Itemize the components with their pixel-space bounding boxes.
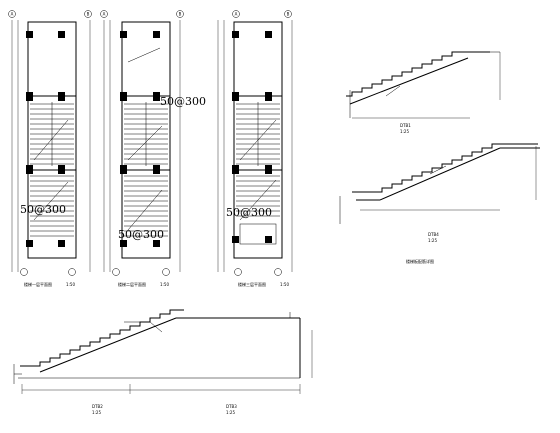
dtb3-label: DTB3 <box>226 404 237 409</box>
plan2-big-label-low: 50@300 <box>118 228 164 241</box>
plan3-scale: 1:50 <box>280 282 289 287</box>
axis-label: A <box>103 12 106 17</box>
dtb1-label: DTB1 <box>400 123 411 128</box>
stair-plan-1: 50@300 A B 楼梯一层平面图 1:50 <box>8 10 92 287</box>
dtb4-label: DTB4 <box>428 232 439 237</box>
plan2-caption: 楼梯二层平面图 <box>118 281 146 287</box>
dtb1-scale: 1:25 <box>400 129 409 134</box>
dtb4-scale: 1:25 <box>428 238 437 243</box>
plan3-caption: 楼梯三层平面图 <box>238 281 266 287</box>
plan2-scale: 1:50 <box>160 282 169 287</box>
axis-label: B <box>87 12 90 17</box>
axis-label: B <box>179 12 182 17</box>
axis-label: A <box>11 12 14 17</box>
plan1-caption: 楼梯一层平面图 <box>24 281 52 287</box>
plan1-big-label: 50@300 <box>20 203 66 216</box>
dtb3-scale: 1:25 <box>226 410 235 415</box>
section-dtb1: DTB1 1:25 <box>346 51 501 134</box>
section-note: 楼梯板配筋详图 <box>406 258 434 264</box>
section-dtb4: DTB4 1:25 楼梯板配筋详图 <box>339 143 540 264</box>
plan1-scale: 1:50 <box>66 282 75 287</box>
stair-plan-3: 50@300 A B 楼梯三层平面图 1:50 <box>217 10 293 287</box>
axis-label: B <box>287 12 290 17</box>
section-dtb2-dtb3: DTB2 1:25 DTB3 1:25 <box>13 309 313 415</box>
plan3-big-label: 50@300 <box>226 206 272 219</box>
axis-label: A <box>235 12 238 17</box>
dtb2-scale: 1:25 <box>92 410 101 415</box>
dtb2-label: DTB2 <box>92 404 103 409</box>
plan2-big-label-mid: 50@300 <box>160 95 206 108</box>
axis-marker-a <box>8 10 16 18</box>
axis-marker-b <box>84 10 92 18</box>
stair-plan-2: 50@300 50@300 A B 楼梯二层平面图 1:50 <box>100 10 206 287</box>
